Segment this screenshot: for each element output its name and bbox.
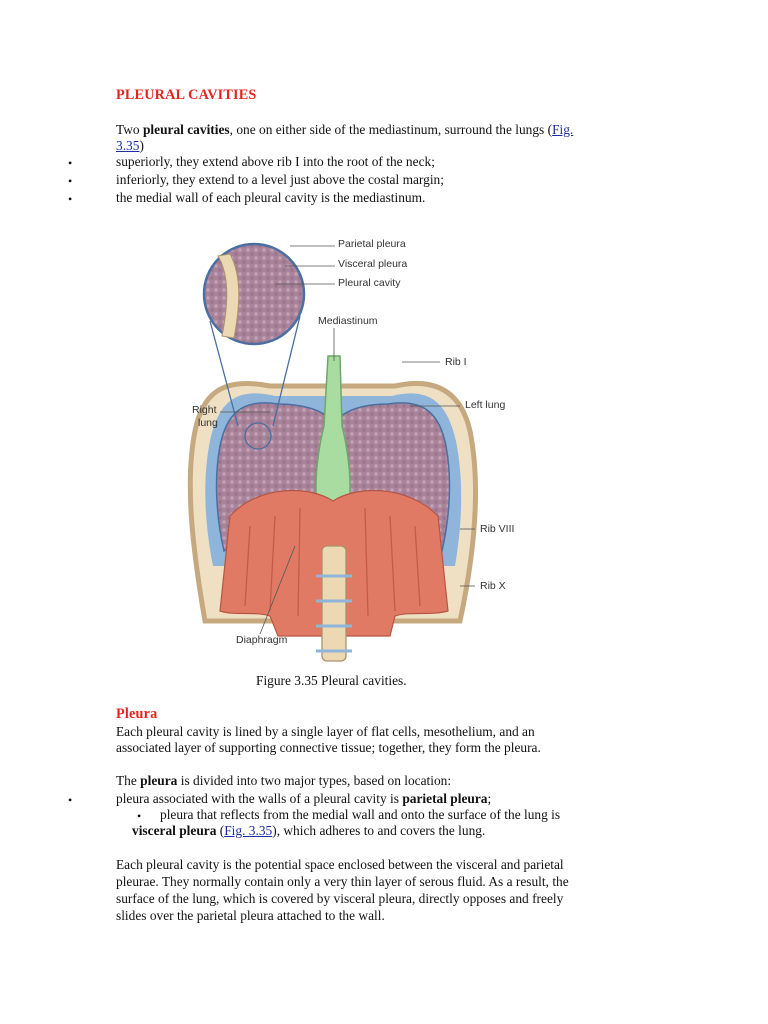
intro-paragraph-line2: 3.35): [116, 138, 144, 154]
text-run: The: [116, 773, 141, 788]
paragraph-line: associated layer of supporting connectiv…: [116, 740, 541, 755]
label-rib-10: Rib X: [480, 580, 506, 592]
text-run: is divided into two major types, based o…: [177, 773, 452, 788]
list-item: superiorly, they extend above rib I into…: [116, 154, 435, 169]
label-rib-1: Rib I: [445, 356, 467, 368]
label-rib-8: Rib VIII: [480, 523, 514, 535]
list-item: inferiorly, they extend to a level just …: [116, 172, 444, 187]
text-run: pleura associated with the walls of a pl…: [116, 791, 403, 806]
text-run: (: [216, 823, 225, 838]
list-item: pleura that reflects from the medial wal…: [160, 807, 561, 822]
label-pleural-cavity: Pleural cavity: [338, 277, 401, 289]
bold-term-pleura: pleura: [140, 773, 178, 788]
spine: [321, 545, 347, 662]
figure-link-part2[interactable]: 3.35: [116, 138, 140, 153]
list-item-continuation: visceral pleura (Fig. 3.35), which adher…: [132, 823, 485, 839]
diaphragm-fibers: [244, 507, 421, 617]
paragraph-line: slides over the parietal pleura attached…: [116, 908, 385, 923]
bullet-icon: •: [68, 156, 73, 170]
inset-connector: [209, 320, 239, 427]
figure-link[interactable]: Fig. 3.35: [224, 823, 273, 838]
paragraph-line: surface of the lung, which is covered by…: [116, 891, 564, 906]
paragraph-line: pleurae. They normally contain only a ve…: [116, 874, 569, 889]
label-right-lung-line1: Right: [192, 404, 217, 416]
text-run: ), which adheres to and covers the lung.: [272, 823, 486, 838]
intro-text-start: Two: [116, 122, 143, 137]
section-heading-pleural-cavities: PLEURAL CAVITIES: [116, 87, 257, 103]
section-heading-pleura: Pleura: [116, 706, 158, 722]
label-left-lung: Left lung: [465, 399, 505, 411]
bold-term-visceral-pleura: visceral pleura: [132, 823, 217, 838]
intro-close-paren: ): [139, 138, 144, 153]
label-visceral-pleura: Visceral pleura: [338, 258, 407, 270]
magnified-inset: [202, 242, 306, 346]
bullet-icon: •: [68, 793, 73, 807]
pleural-cavities-figure: Parietal pleura Visceral pleura Pleural …: [187, 238, 514, 662]
label-right-lung-line2: lung: [198, 417, 218, 429]
text-run: ;: [487, 791, 492, 806]
figure-caption: Figure 3.35 Pleural cavities.: [256, 673, 407, 688]
lung-detail-circle: [244, 422, 272, 450]
figure-link-part1[interactable]: Fig.: [552, 122, 574, 137]
label-parietal-pleura: Parietal pleura: [338, 238, 406, 250]
mediastinum: [315, 355, 351, 517]
list-item: pleura associated with the walls of a pl…: [116, 791, 491, 807]
label-diaphragm: Diaphragm: [236, 634, 288, 646]
paragraph-line: Each pleural cavity is the potential spa…: [116, 857, 564, 872]
leader-lines: [220, 245, 475, 635]
label-mediastinum: Mediastinum: [318, 315, 378, 327]
intro-text-mid: , one on either side of the mediastinum,…: [229, 122, 553, 137]
paragraph-line: Each pleural cavity is lined by a single…: [116, 724, 535, 739]
intro-paragraph: Two pleural cavities, one on either side…: [116, 122, 573, 138]
list-item: the medial wall of each pleural cavity i…: [116, 190, 426, 205]
bullet-icon: •: [68, 174, 73, 188]
bullet-icon: •: [137, 809, 142, 823]
pleura-types-paragraph: The pleura is divided into two major typ…: [116, 773, 451, 789]
inset-rib-detail: [217, 253, 240, 339]
intro-bold-term: pleural cavities: [142, 122, 230, 137]
bullet-icon: •: [68, 192, 73, 206]
vertebrae-lines: [316, 574, 352, 653]
inset-connector: [272, 315, 301, 427]
bold-term-parietal-pleura: parietal pleura: [402, 791, 488, 806]
